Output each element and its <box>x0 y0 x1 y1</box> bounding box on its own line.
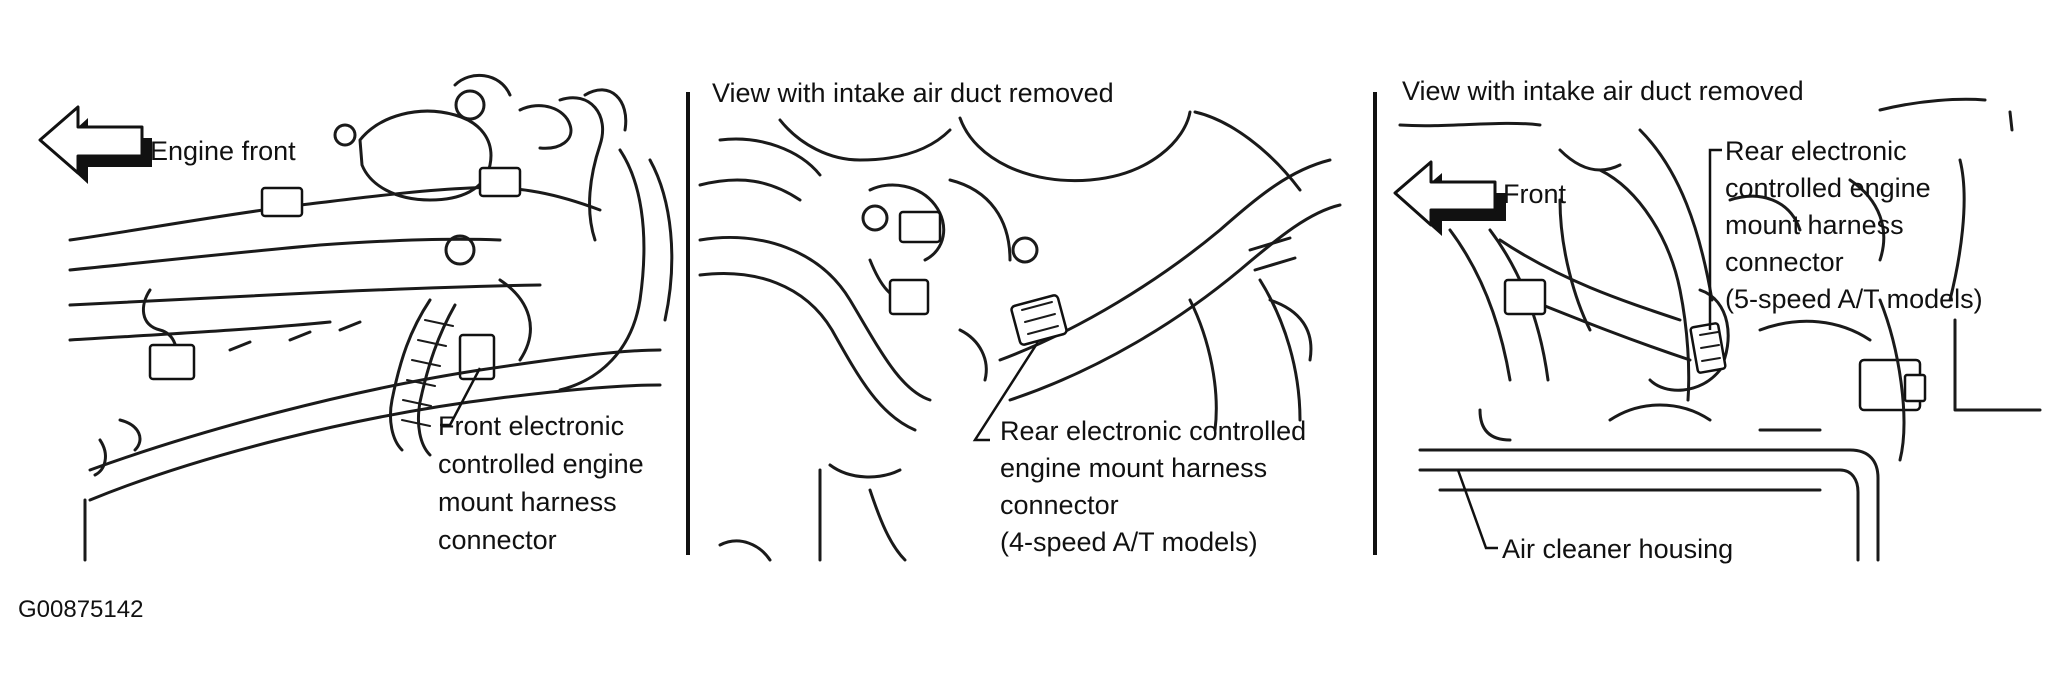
panel-rear-connector-4-speed: View with intake air duct removed <box>698 78 1342 562</box>
panel-front-connector: Engine front Front electronic controlled… <box>38 73 674 562</box>
rear5-callout-line-2: controlled engine <box>1725 173 1931 203</box>
view-caption-3: View with intake air duct removed <box>1402 76 1804 106</box>
rear4-callout-line-1: Rear electronic controlled <box>1000 416 1306 446</box>
rear5-callout-line-5: (5-speed A/T models) <box>1725 284 1983 314</box>
rear-4-speed-leader <box>972 341 1040 442</box>
front-connector-callout: Front electronic controlled engine mount… <box>438 411 651 555</box>
rear-5-speed-leader <box>1708 148 1722 330</box>
rear4-callout-line-4: (4-speed A/T models) <box>1000 527 1258 557</box>
engine-illustration-2 <box>698 110 1342 562</box>
air-cleaner-leader <box>1456 469 1498 550</box>
engine-illustration-3 <box>1398 97 2042 562</box>
front-callout-line-2: controlled engine <box>438 449 644 479</box>
rear5-callout-line-4: connector <box>1725 247 1844 277</box>
front-callout-line-4: connector <box>438 525 557 555</box>
rear4-callout-line-2: engine mount harness <box>1000 453 1267 483</box>
front-callout-line-1: Front electronic <box>438 411 624 441</box>
view-caption-2: View with intake air duct removed <box>712 78 1114 108</box>
rear-5-speed-callout: Rear electronic controlled engine mount … <box>1725 136 1983 314</box>
front-callout-line-3: mount harness <box>438 487 617 517</box>
rear-4-speed-callout: Rear electronic controlled engine mount … <box>1000 416 1314 557</box>
rear5-callout-line-1: Rear electronic <box>1725 136 1907 166</box>
front-arrow-icon <box>1393 160 1506 236</box>
air-cleaner-housing-label: Air cleaner housing <box>1502 534 1733 564</box>
engine-front-label: Engine front <box>150 136 296 166</box>
rear5-callout-line-3: mount harness <box>1725 210 1904 240</box>
engine-illustration-1 <box>68 73 674 562</box>
engine-front-arrow-icon <box>38 105 152 184</box>
rear4-callout-line-3: connector <box>1000 490 1119 520</box>
figure-id: G00875142 <box>18 596 143 623</box>
panel-rear-connector-5-speed: View with intake air duct removed <box>1393 76 2042 564</box>
front-label: Front <box>1503 179 1567 209</box>
front-connector-leader <box>440 367 482 427</box>
